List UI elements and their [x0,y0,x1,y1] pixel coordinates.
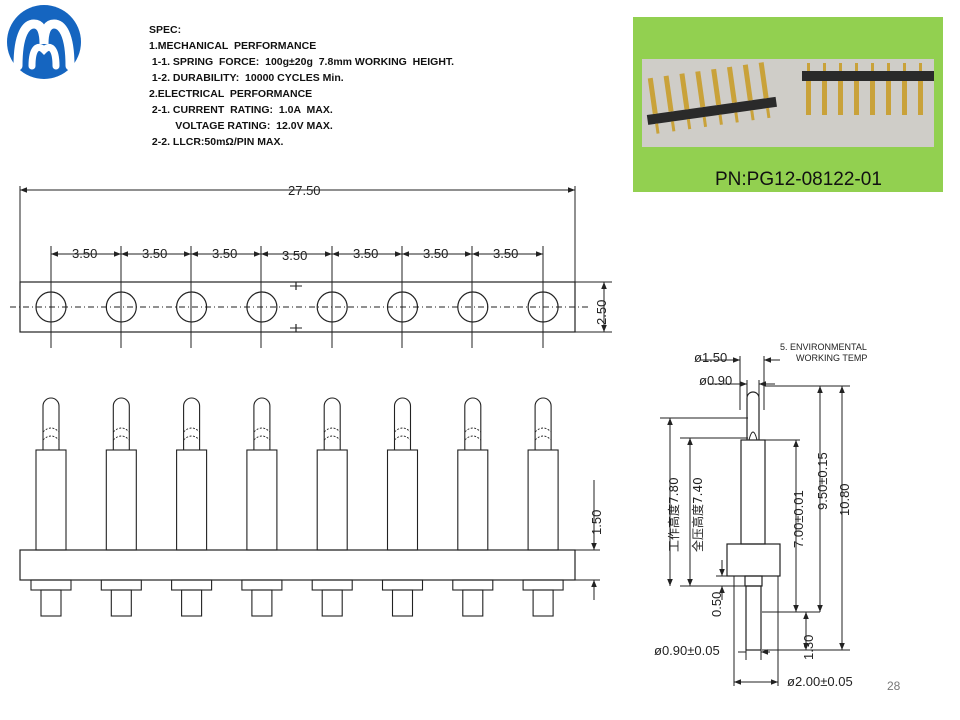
company-logo [7,5,81,79]
pin-hole [316,291,348,323]
collar-thickness-label: 0.50 [709,592,724,617]
front-pin [241,397,283,617]
pin-hole [386,291,419,323]
pitch-label: 3.50 [212,246,237,261]
pitch-label: 3.50 [493,246,518,261]
front-pin [171,397,213,617]
front-pin [452,397,494,617]
front-pins [30,397,564,617]
pin-hole [527,291,559,323]
env-note-line1: 5. ENVIRONMENTAL [780,342,867,352]
env-note-line2: WORKING TEMP [796,353,867,363]
base-height-label: 1.50 [589,510,604,535]
collar-diameter-label: ø2.00±0.05 [787,674,853,689]
front-pin [381,397,424,617]
spec-line: 1-2. DURABILITY: 10000 CYCLES Min. [149,72,344,84]
total-height-label: 10.80 [837,483,852,516]
spec-block: SPEC: 1.MECHANICAL PERFORMANCE 1-1. SPRI… [149,22,454,150]
page-number: 28 [887,679,901,693]
product-photo [642,59,934,147]
front-pin [522,397,564,617]
top-view [10,186,612,348]
barrel-height-label: 7.00±0.01 [791,490,806,548]
pitch-label: 3.50 [142,246,167,261]
front-view [19,397,600,617]
front-pin [311,397,353,617]
pin-hole [457,291,489,323]
spec-line: 2-1. CURRENT RATING: 1.0A MAX. [149,104,333,116]
pitch-label: 3.50 [353,246,378,261]
pitch-label: 3.50 [423,246,448,261]
housing-front [19,549,576,581]
body-height-label: 9.50±0.15 [815,452,830,510]
front-pin [30,397,72,617]
spec-line: 1.MECHANICAL PERFORMANCE [149,40,317,52]
overall-length-label: 27.50 [288,183,321,198]
pin-hole [176,291,208,323]
part-number: PN:PG12-08122-01 [715,169,882,190]
spec-line: VOLTAGE RATING: 12.0V MAX. [149,120,333,132]
width-label: 2.50 [594,300,609,325]
spec-line: 1-1. SPRING FORCE: 100g±20g 7.8mm WORKIN… [149,56,455,68]
product-photo-panel: PN:PG12-08122-01 [633,17,943,192]
pitch-label: 3.50 [72,246,97,261]
pitch-label: 3.50 [282,248,307,263]
pin-hole [105,291,137,323]
side-view [660,356,850,686]
compressed-height-label: 全压高度7.40 [690,477,705,552]
pin-hole [246,291,278,323]
spec-title: SPEC: [149,24,182,36]
plunger-diameter-label: ø0.90 [699,373,732,388]
spec-line: 2-2. LLCR:50mΩ/PIN MAX. [149,136,284,148]
tail-diameter-label: ø0.90±0.05 [654,643,720,658]
tip-diameter-label: ø1.50 [694,350,727,365]
working-height-label: 工作高度7.80 [666,477,681,552]
pin-holes [35,291,559,323]
tail-length-label: 1.30 [801,635,816,660]
pin-hole [35,291,67,323]
front-pin [100,397,142,617]
spec-line: 2.ELECTRICAL PERFORMANCE [149,88,313,100]
